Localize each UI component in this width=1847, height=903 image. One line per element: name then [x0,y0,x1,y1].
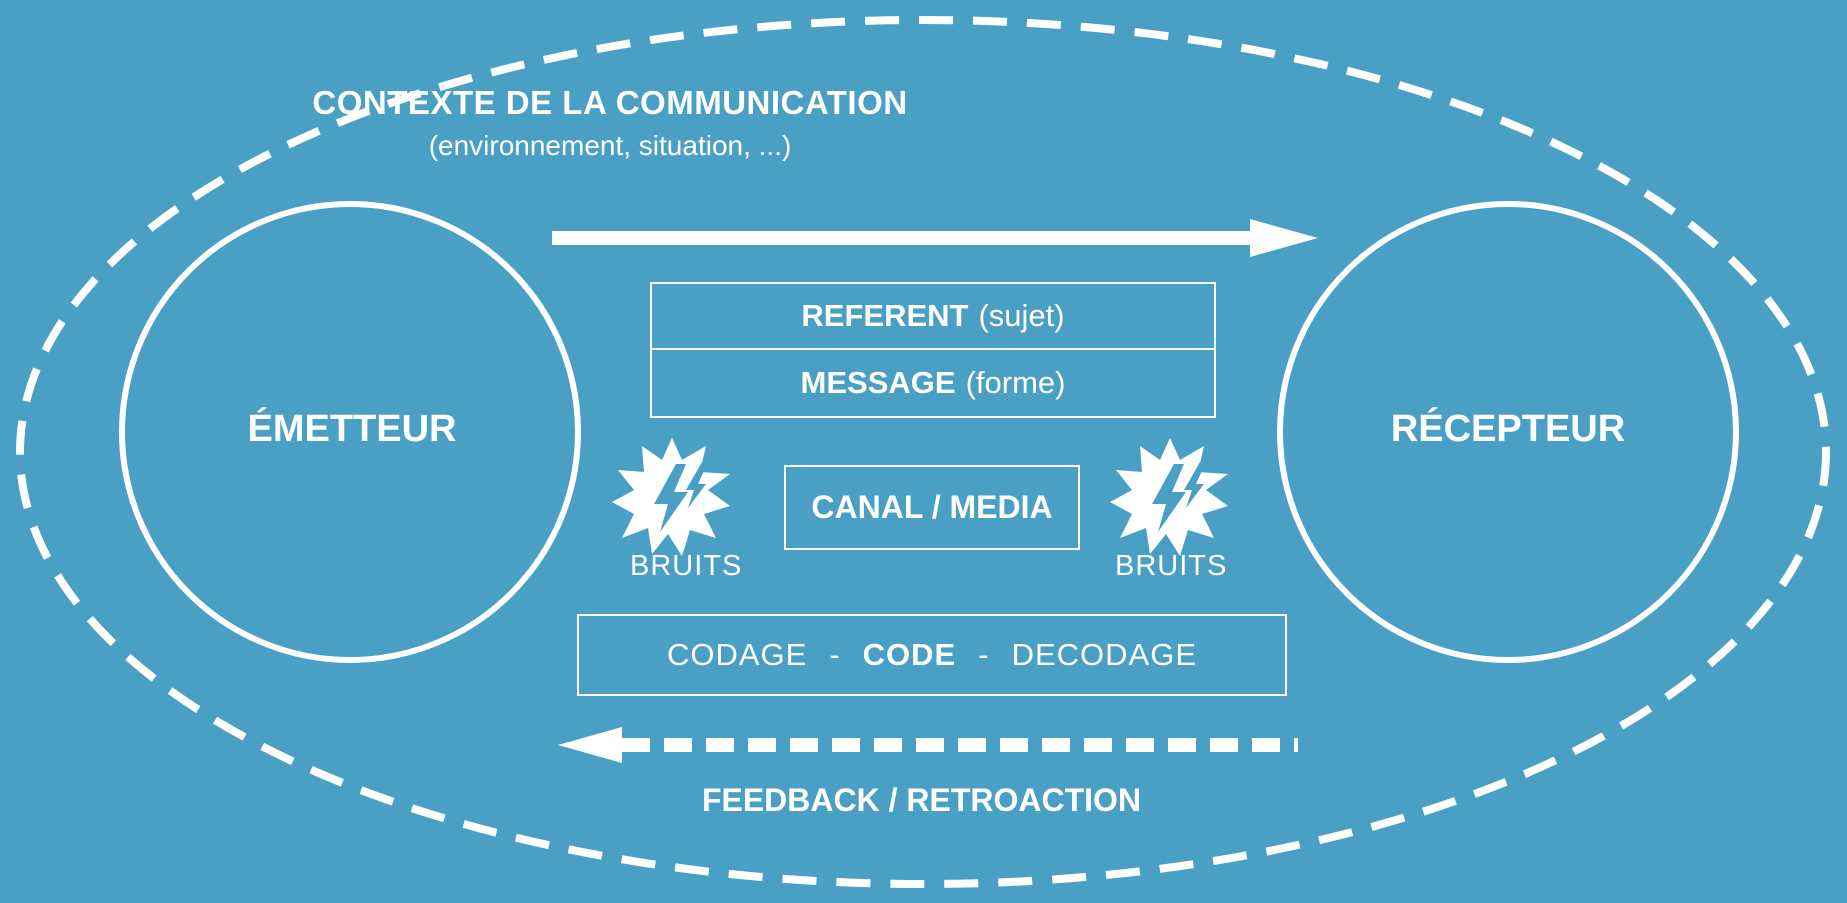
noise-label-left: BRUITS [630,550,743,582]
channel-box: CANAL / MEDIA [784,465,1080,550]
code-box: CODAGE - CODE - DECODAGE [577,614,1287,696]
encoding-label: CODAGE [666,637,808,672]
sender-label: ÉMETTEUR [247,408,457,450]
noise-label-right: BRUITS [1115,550,1228,582]
receiver-circle [1277,201,1739,663]
feedback-label: FEEDBACK / RETROACTION [701,782,1142,818]
code-separator: - [829,637,841,672]
forward-arrow [552,219,1318,257]
context-subtitle: (environnement, situation, ...) [428,130,792,161]
context-title: CONTEXTE DE LA COMMUNICATION [312,84,908,121]
sender-circle [119,201,581,663]
noise-burst-icon [1110,438,1228,556]
decoding-label: DECODAGE [1011,637,1197,672]
receiver-label: RÉCEPTEUR [1390,408,1626,450]
message-box: MESSAGE (forme) [650,348,1216,418]
message-label: MESSAGE [800,365,956,400]
message-detail: (forme) [965,365,1066,400]
code-separator: - [978,637,990,672]
referent-box: REFERENT (sujet) [650,282,1216,350]
code-label: CODE [862,637,957,672]
referent-label: REFERENT [801,298,969,333]
referent-detail: (sujet) [978,298,1065,333]
noise-burst-icon [612,438,730,556]
channel-label: CANAL / MEDIA [811,489,1053,525]
feedback-arrow [558,727,1298,763]
context-ellipse [16,16,1830,888]
